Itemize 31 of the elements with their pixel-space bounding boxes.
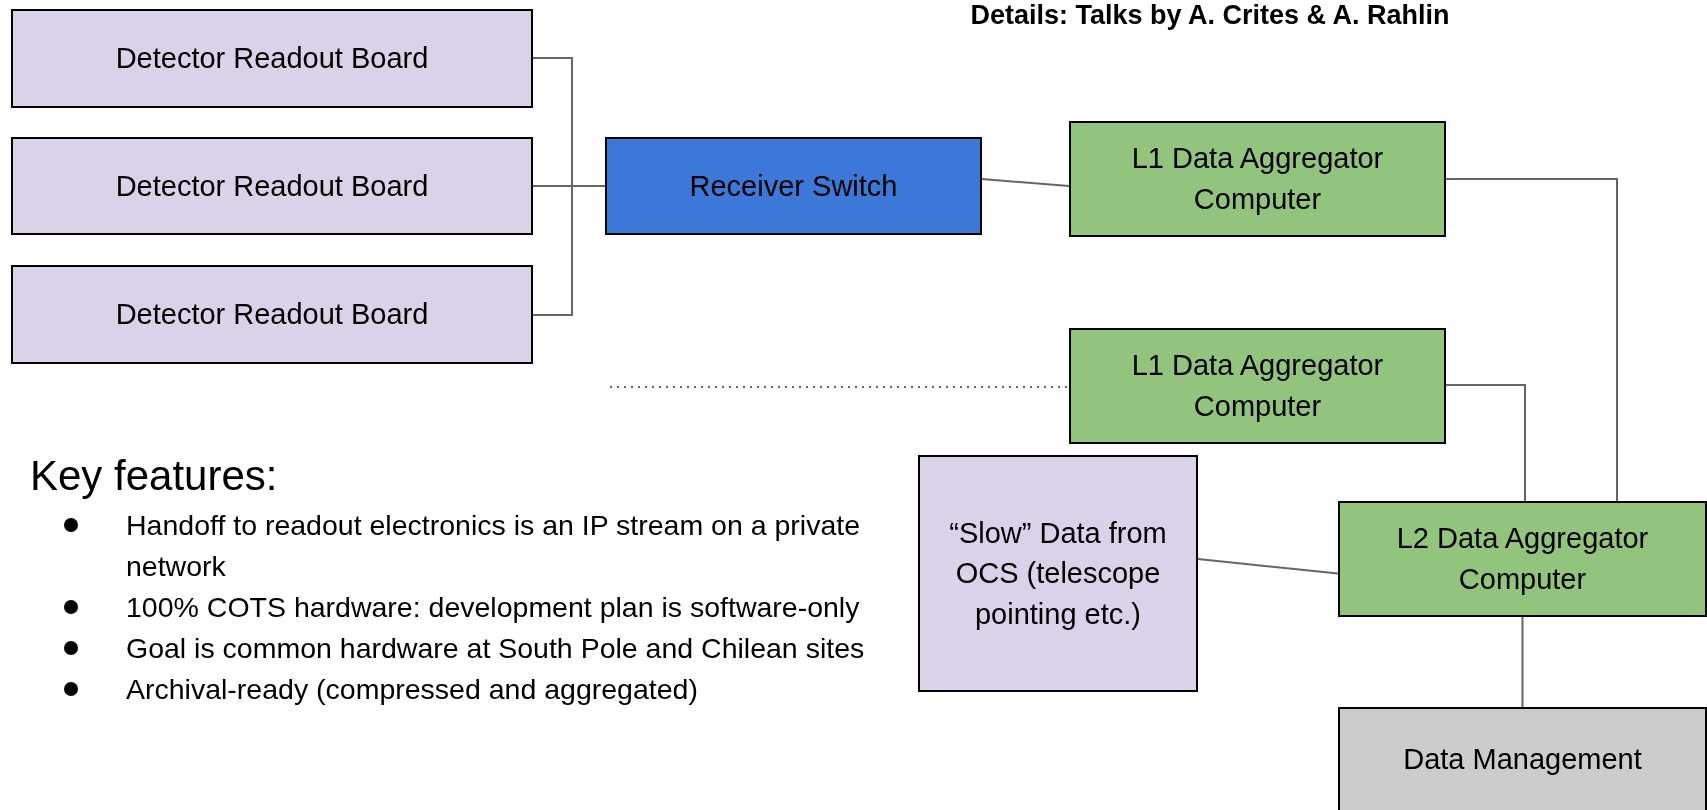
box-label: L2 Data Aggregator Computer <box>1395 521 1650 597</box>
box-label: Detector Readout Board <box>115 168 429 204</box>
process-box <box>1338 501 1707 617</box>
bullet-text: Goal is common hardware at South Pole and Chilean sites <box>126 632 865 664</box>
process-box <box>1338 707 1707 810</box>
process-box <box>1069 328 1446 444</box>
bullet-text: 100% COTS hardware: development plan is software-only <box>126 591 860 623</box>
box-label: L1 Data Aggregator Computer <box>1130 141 1385 217</box>
connector-line <box>1445 178 1618 502</box>
connector-line <box>1445 384 1526 502</box>
process-box <box>918 455 1198 692</box>
box-label: Data Management <box>1403 742 1642 778</box>
box-label: L1 Data Aggregator Computer <box>1130 348 1385 424</box>
box-label: Receiver Switch <box>689 168 898 204</box>
dotted-connector <box>609 386 1070 388</box>
connector-line <box>1197 558 1339 575</box>
process-box <box>11 265 533 364</box>
process-box <box>605 137 982 235</box>
connector-line <box>1521 616 1524 708</box>
box-label: “Slow” Data from OCS (telescope pointing etc.) <box>948 515 1168 632</box>
process-box <box>11 137 533 235</box>
process-box <box>1069 121 1446 237</box>
section-heading: Key features: <box>30 452 278 500</box>
connector-line <box>981 178 1070 187</box>
process-box <box>11 9 533 108</box>
box-label: Detector Readout Board <box>115 41 429 77</box>
bullet-text: Handoff to readout electronics is an IP stream on a private network <box>126 509 861 582</box>
box-label: Detector Readout Board <box>115 297 429 333</box>
bullet-text: Archival-ready (compressed and aggregated) <box>126 673 698 705</box>
slide-title: Details: Talks by A. Crites & A. Rahlin <box>969 0 1451 31</box>
connector-line <box>532 185 606 316</box>
